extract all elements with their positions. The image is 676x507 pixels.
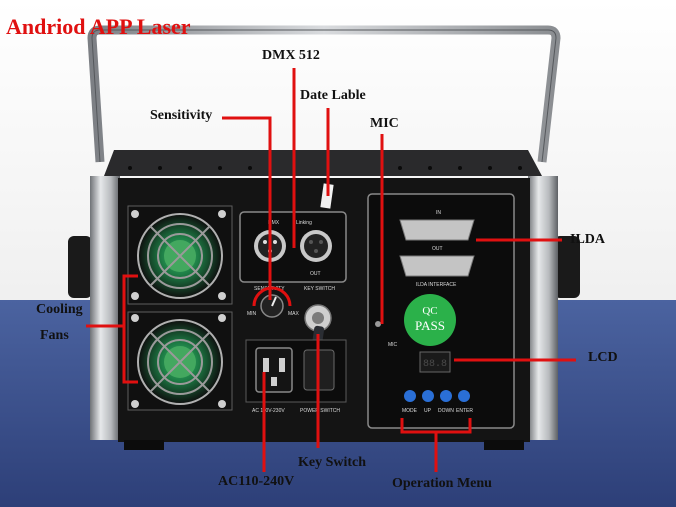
mode-button[interactable] (404, 390, 416, 402)
vent-holes (128, 166, 522, 170)
down-button-label: DOWN (438, 408, 454, 414)
ac-pin-right (279, 358, 285, 372)
max-text: MAX (288, 311, 300, 317)
dmx-panel-text: DMX (268, 220, 280, 226)
ilda-in-connector (399, 219, 475, 241)
up-button-label: UP (424, 408, 432, 414)
cooling-label: Cooling (36, 302, 83, 317)
pass-text: PASS (415, 318, 445, 333)
mic-panel-text: MIC (388, 342, 398, 348)
lcd-display (419, 351, 451, 373)
cooling-fan-top (127, 205, 233, 305)
power-switch-text: POWER SWITCH (300, 408, 340, 414)
min-text: MIN (247, 311, 257, 317)
sensitivity-callout (222, 116, 272, 300)
right-side-knob (554, 236, 580, 298)
ilda-out-connector (399, 255, 475, 277)
dmx-out-connector (300, 230, 332, 262)
top-lid (104, 150, 542, 176)
lcd-digits: 88.8 (423, 359, 447, 370)
ilda-in-text: IN (436, 210, 441, 216)
linking-panel-text: Linking (296, 220, 312, 226)
ac-input-text: AC 110V-230V (252, 408, 285, 414)
mic-label: MIC (370, 116, 399, 131)
enter-button-label: ENTER (456, 408, 473, 414)
sensitivity-label: Sensitivity (150, 108, 213, 123)
foot-left (124, 440, 164, 450)
up-button[interactable] (422, 390, 434, 402)
callout-lines (86, 68, 576, 472)
ac-pin-ground (271, 377, 277, 386)
qc-pass-sticker (404, 294, 456, 346)
mode-button-label: MODE (402, 408, 418, 414)
fans-label: Fans (40, 328, 69, 343)
date-label-label: Date Lable (300, 88, 366, 103)
page-title: Andriod APP Laser (6, 14, 191, 39)
ilda-interface-text: ILDA INTERFACE (416, 282, 457, 288)
qc-text: QC (422, 305, 437, 317)
key-cylinder (312, 312, 324, 324)
dmx-label: DMX 512 (262, 48, 320, 63)
key-switch-label: Key Switch (298, 455, 367, 470)
ilda-out-text: OUT (432, 246, 443, 252)
operation-menu-label: Operation Menu (392, 476, 492, 491)
cooling-callout (122, 274, 138, 384)
right-rail (528, 176, 558, 440)
enter-button[interactable] (458, 390, 470, 402)
ac-power-label: AC110-240V (218, 474, 295, 489)
ac-pin-left (263, 358, 269, 372)
sensitivity-scale (252, 286, 292, 307)
lcd-label: LCD (588, 350, 618, 365)
dmx-out-text: OUT (310, 271, 321, 277)
key-switch-panel-text: KEY SWITCH (304, 286, 335, 292)
left-rail (90, 176, 120, 440)
left-side-knob (68, 236, 92, 298)
down-button[interactable] (440, 390, 452, 402)
carry-handle-edge (91, 29, 557, 163)
cooling-fan-bottom (127, 311, 233, 411)
sensitivity-pointer (271, 296, 277, 307)
foot-right (484, 440, 524, 450)
mic-hole (375, 321, 381, 327)
ilda-label: ILDA (570, 232, 606, 247)
